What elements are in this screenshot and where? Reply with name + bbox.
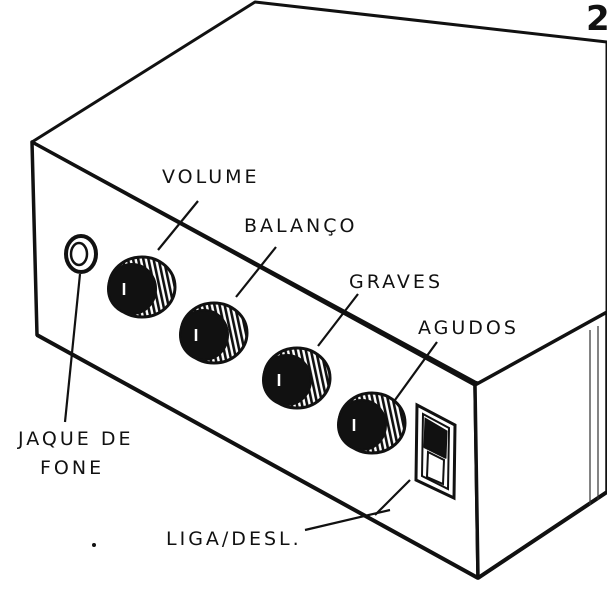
label-jaque-line1: JAQUE DE — [17, 428, 133, 450]
label-liga-desl: LIGA/DESL. — [166, 528, 302, 550]
knob-agudos-icon — [337, 391, 407, 455]
enclosure — [30, 0, 607, 580]
label-graves: GRAVES — [349, 271, 443, 293]
leader-lines — [63, 200, 438, 532]
label-balanco: BALANÇO — [244, 215, 358, 237]
knob-graves-icon — [262, 346, 332, 410]
knob-group — [107, 255, 407, 455]
label-jaque-line2: FONE — [40, 457, 104, 479]
label-agudos: AGUDOS — [418, 317, 519, 339]
side-face — [473, 310, 607, 580]
label-volume: VOLUME — [162, 166, 260, 188]
side-shading — [589, 326, 599, 505]
print-speck — [92, 543, 96, 547]
knob-balanco-icon — [179, 301, 249, 365]
top-face — [30, 0, 607, 390]
figure-number: 2 — [586, 0, 607, 39]
knob-volume-icon — [107, 255, 177, 319]
power-switch — [414, 402, 457, 501]
headphone-jack-icon — [64, 234, 98, 274]
